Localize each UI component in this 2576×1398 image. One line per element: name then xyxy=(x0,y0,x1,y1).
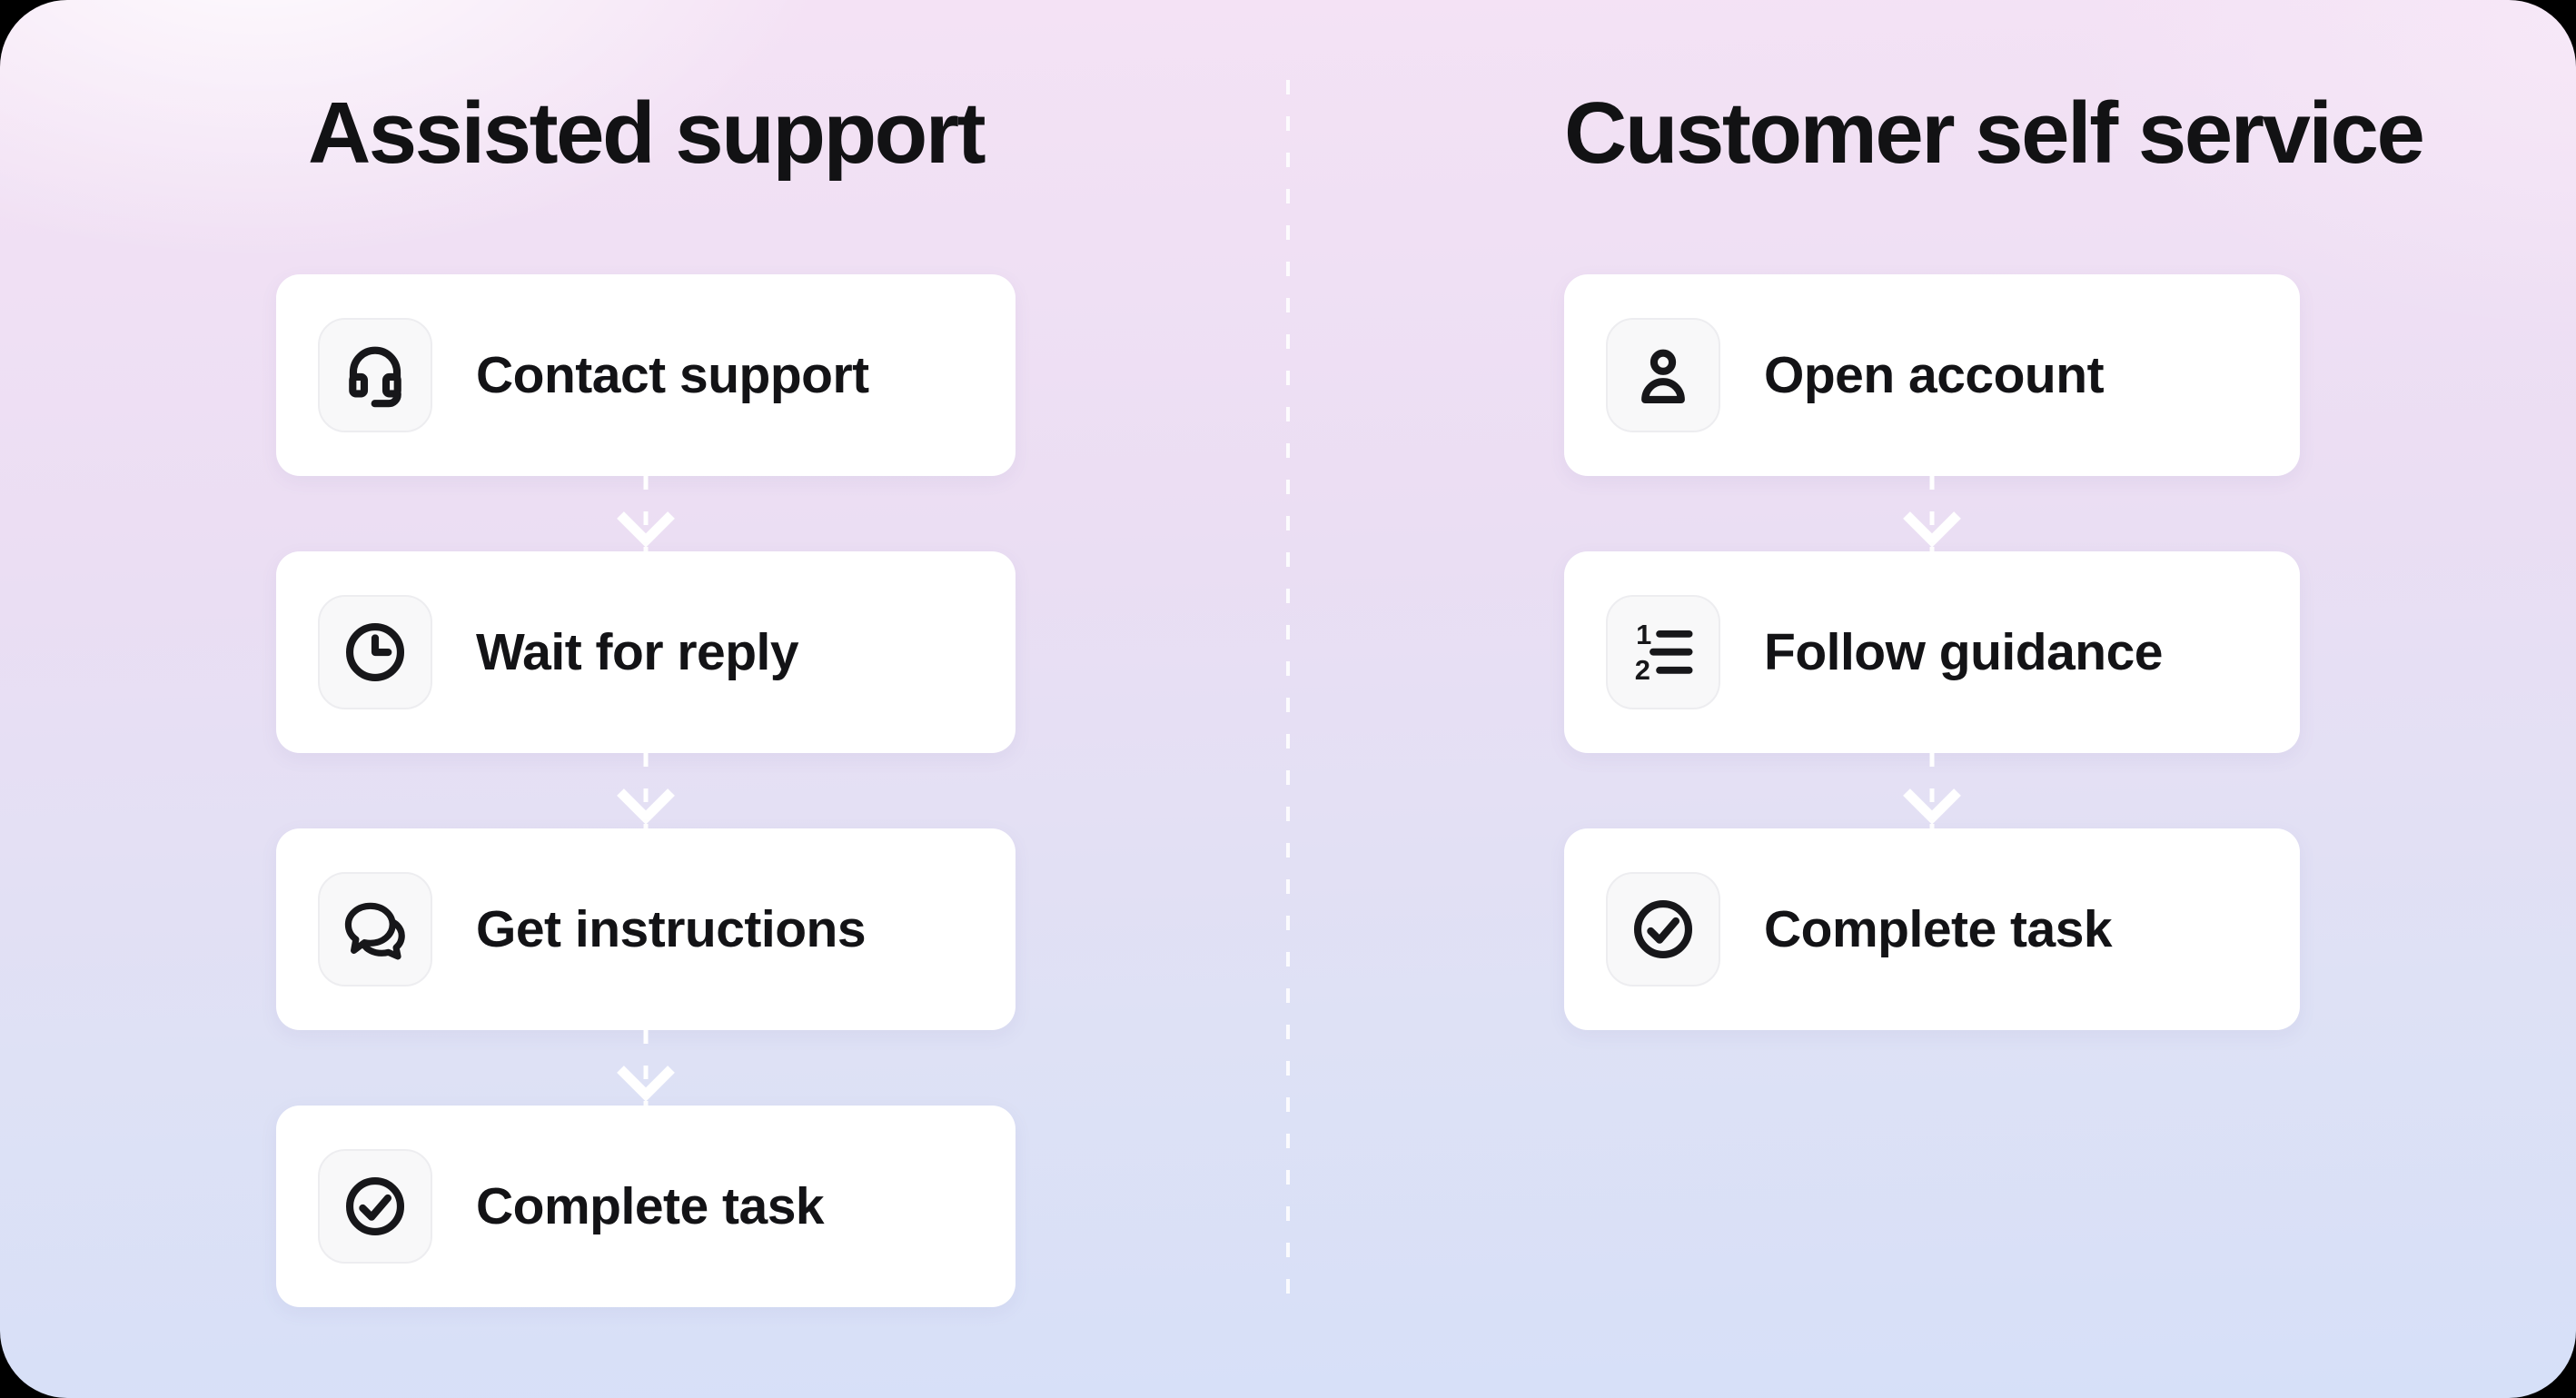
svg-text:1: 1 xyxy=(1636,619,1651,650)
step-card-follow-guidance: 1 2 Follow guidance xyxy=(1564,551,2300,753)
step-label: Follow guidance xyxy=(1764,623,2164,681)
icon-tile xyxy=(1606,318,1720,432)
down-arrow-icon xyxy=(617,476,675,552)
step-label: Contact support xyxy=(476,346,869,404)
icon-tile xyxy=(1606,872,1720,987)
down-arrow-icon xyxy=(1903,476,1961,552)
down-arrow-icon xyxy=(617,1030,675,1106)
icon-tile: 1 2 xyxy=(1606,595,1720,709)
step-card-open-account: Open account xyxy=(1564,274,2300,476)
clock-icon xyxy=(345,622,405,682)
check-circle-icon xyxy=(345,1176,405,1236)
chat-bubbles-icon xyxy=(344,902,405,960)
check-circle-icon xyxy=(1633,899,1693,959)
left-column-title: Assisted support xyxy=(307,84,986,182)
icon-tile xyxy=(318,1149,432,1264)
step-label: Wait for reply xyxy=(476,623,799,681)
step-card-complete-task-right: Complete task xyxy=(1564,828,2300,1030)
svg-text:2: 2 xyxy=(1635,654,1650,686)
step-card-complete-task-left: Complete task xyxy=(276,1106,1016,1307)
down-arrow-icon xyxy=(617,753,675,829)
icon-tile xyxy=(318,595,432,709)
numbered-list-icon: 1 2 xyxy=(1635,619,1693,686)
person-icon xyxy=(1641,349,1685,404)
headset-icon xyxy=(349,346,401,408)
step-label: Get instructions xyxy=(476,900,867,958)
right-column-title: Customer self service xyxy=(1564,84,2425,182)
icon-tile xyxy=(318,872,432,987)
step-card-wait-for-reply: Wait for reply xyxy=(276,551,1016,753)
icon-tile xyxy=(318,318,432,432)
column-divider xyxy=(1286,80,1290,1310)
step-label: Complete task xyxy=(1764,900,2113,958)
down-arrow-icon xyxy=(1903,753,1961,829)
step-label: Complete task xyxy=(476,1177,825,1235)
step-card-get-instructions: Get instructions xyxy=(276,828,1016,1030)
step-card-contact-support: Contact support xyxy=(276,274,1016,476)
step-label: Open account xyxy=(1764,346,2105,404)
